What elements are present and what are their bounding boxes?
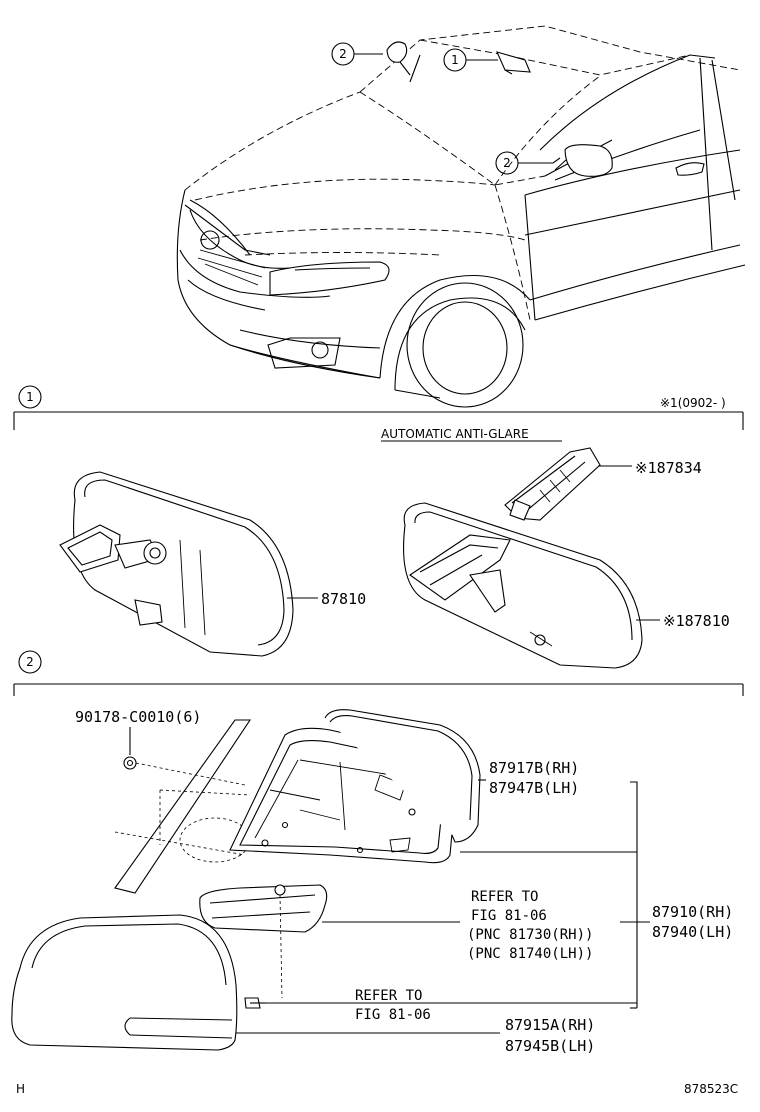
part-cover-lh-label: 87947B(LH) xyxy=(489,779,579,797)
part-outer-rh-label: 87915A(RH) xyxy=(505,1016,595,1034)
section-2-index: 2 xyxy=(26,655,34,669)
part-outer-lh-label: 87945B(LH) xyxy=(505,1037,595,1055)
diagram-code: 878523C xyxy=(684,1082,738,1096)
footer-left-mark: H xyxy=(16,1082,25,1096)
screw-part xyxy=(123,727,246,786)
part-87810-label: 87810 xyxy=(321,590,366,608)
refer-1-line-c: (PNC 81730(RH)) xyxy=(467,927,593,943)
refer-81-06-callout[interactable]: REFER TO FIG 81-06 xyxy=(355,988,431,1023)
footer: H 878523C xyxy=(16,1082,738,1096)
callout-1-label: 1 xyxy=(451,53,459,67)
part-87834-callout[interactable]: ※187834 xyxy=(598,459,702,477)
part-87810-callout[interactable]: 87810 xyxy=(287,590,366,608)
callout-2-top[interactable]: 2 xyxy=(331,42,383,66)
rear-view-mirror-left xyxy=(59,471,294,657)
assembly-bracket-lines xyxy=(232,781,650,1034)
part-cover-callout[interactable]: 87917B(RH) 87947B(LH) xyxy=(478,759,579,797)
mirror-glass xyxy=(324,709,481,843)
callout-2-side[interactable]: 2 xyxy=(495,151,561,175)
refer-2-line-b: FIG 81-06 xyxy=(355,1007,431,1023)
rear-view-mirror-right xyxy=(403,502,643,669)
small-screw xyxy=(244,997,266,1009)
refer-81730-callout[interactable]: REFER TO FIG 81-06 (PNC 81730(RH)) (PNC … xyxy=(467,889,593,962)
section-2-header: 2 xyxy=(13,650,744,696)
part-screw-callout[interactable]: 90178-C0010(6) xyxy=(75,708,201,726)
car-illustration xyxy=(176,25,746,408)
door-panel-outline xyxy=(114,719,252,894)
anti-glare-subtitle: AUTOMATIC ANTI-GLARE xyxy=(381,427,562,442)
callout-2-label: 2 xyxy=(339,47,347,61)
part-87810b-label: ※187810 xyxy=(663,612,730,630)
part-87810b-callout[interactable]: ※187810 xyxy=(636,612,730,630)
refer-2-line-a: REFER TO xyxy=(355,988,422,1004)
refer-1-line-b: FIG 81-06 xyxy=(471,908,547,924)
part-cover-rh-label: 87917B(RH) xyxy=(489,759,579,777)
section-1-index: 1 xyxy=(26,390,34,404)
part-87834-label: ※187834 xyxy=(635,459,702,477)
part-assy-rh-label: 87910(RH) xyxy=(652,903,733,921)
section-1-header: 1 ※1(0902- ) xyxy=(13,385,744,430)
sensor-cover-87834 xyxy=(504,447,601,521)
part-assy-lh-label: 87940(LH) xyxy=(652,923,733,941)
subtitle-text: AUTOMATIC ANTI-GLARE xyxy=(381,427,529,441)
part-assembly-callout[interactable]: 87910(RH) 87940(LH) xyxy=(652,903,733,941)
callout-2-side-label: 2 xyxy=(503,156,511,170)
effective-date-note: ※1(0902- ) xyxy=(660,396,726,410)
refer-1-line-d: (PNC 81740(LH)) xyxy=(467,946,593,962)
callout-1-top[interactable]: 1 xyxy=(443,48,498,72)
part-screw-label: 90178-C0010(6) xyxy=(75,708,201,726)
outer-mirror-cover xyxy=(11,914,238,1051)
part-outer-callout[interactable]: 87915A(RH) 87945B(LH) xyxy=(505,1016,595,1055)
refer-1-line-a: REFER TO xyxy=(471,889,538,905)
